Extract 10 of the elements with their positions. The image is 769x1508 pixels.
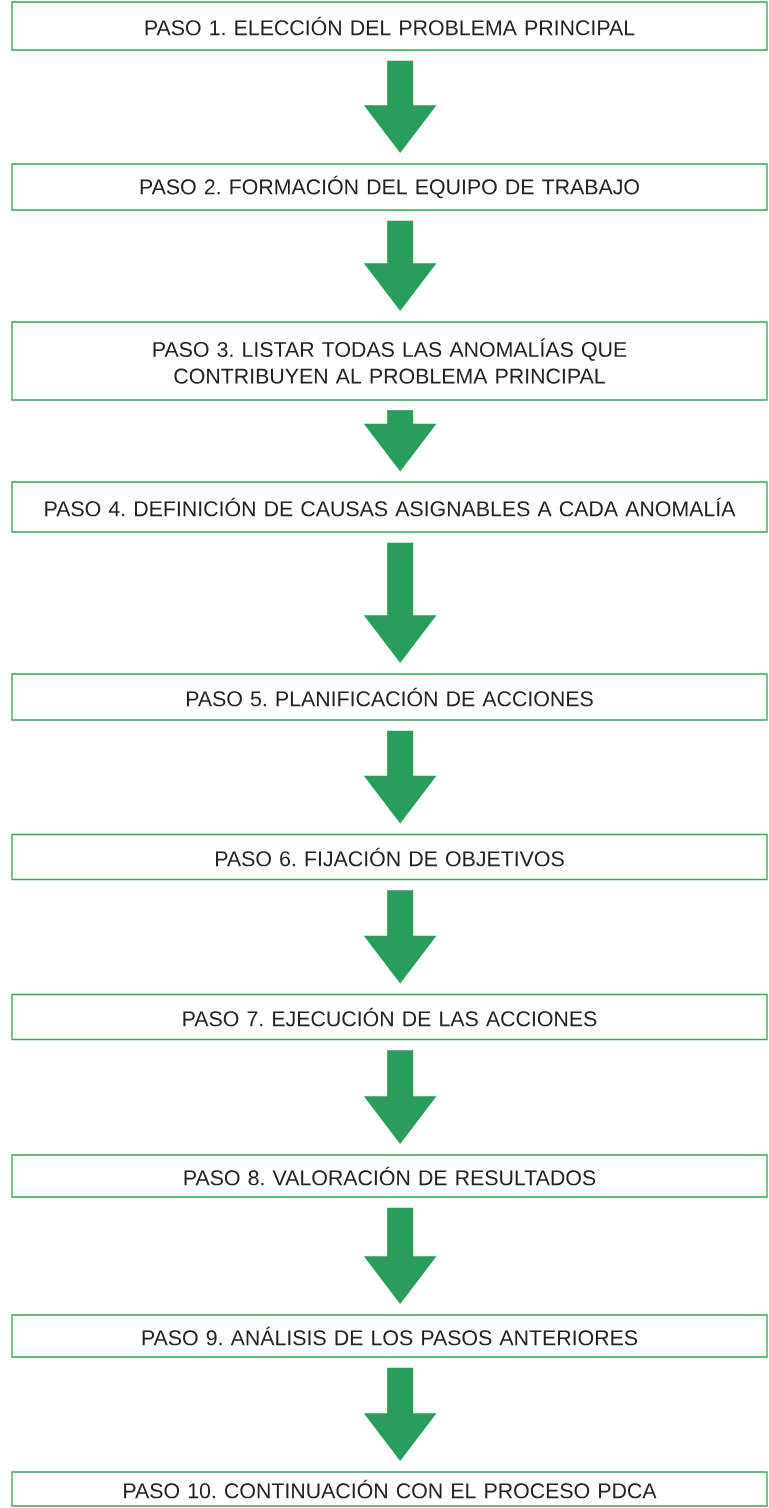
process-box: PASO 8. VALORACIÓN DE RESULTADOS: [11, 1154, 768, 1198]
process-box: PASO 2. FORMACIÓN DEL EQUIPO DE TRABAJO: [11, 163, 768, 211]
process-box: PASO 10. CONTINUACIÓN CON EL PROCESO PDCA: [11, 1471, 768, 1507]
process-box: PASO 4. DEFINICIÓN DE CAUSAS ASIGNABLES A CADA ANOMALÍA: [11, 481, 768, 533]
process-box: PASO 5. PLANIFICACIÓN DE ACCIONES: [11, 673, 768, 721]
process-box: PASO 3. LISTAR TODAS LAS ANOMALÍAS QUE CONTRIBUYEN AL PROBLEMA PRINCIPAL: [11, 321, 768, 401]
process-box: PASO 9. ANÁLISIS DE LOS PASOS ANTERIORES: [11, 1314, 768, 1358]
process-box: PASO 1. ELECCIÓN DEL PROBLEMA PRINCIPAL: [11, 1, 768, 51]
process-box: PASO 6. FIJACIÓN DE OBJETIVOS: [11, 833, 768, 881]
process-box: PASO 7. EJECUCIÓN DE LAS ACCIONES: [11, 993, 768, 1041]
